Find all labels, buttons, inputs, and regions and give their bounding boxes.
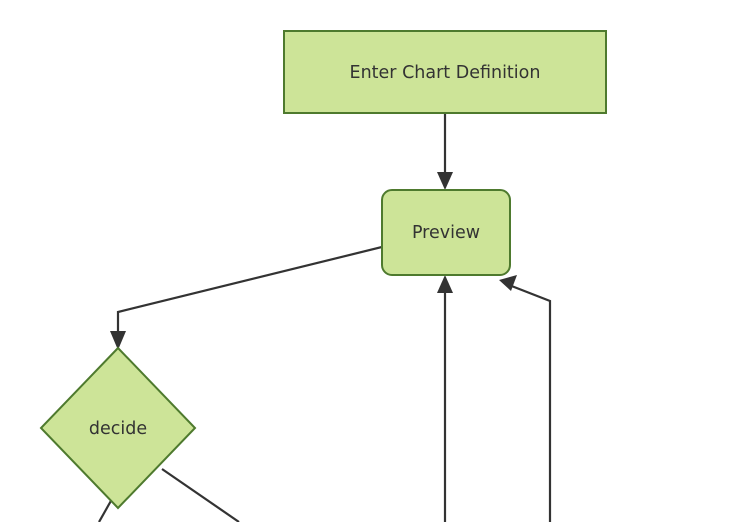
node-decide-label: decide (89, 419, 147, 439)
edge-bottom-right-line (508, 283, 552, 522)
node-decide-shape[interactable] (39, 346, 197, 510)
edge-decide-down-left (98, 498, 113, 522)
node-preview-label: Preview (412, 223, 480, 243)
edge-bottom-vertical-to-preview (437, 275, 453, 522)
node-preview[interactable]: Preview (381, 189, 511, 276)
node-layer: Enter Chart Definition Preview decide (39, 30, 607, 510)
node-decide[interactable]: decide (39, 346, 197, 510)
edge-preview-to-decide-arrowhead (110, 331, 126, 350)
edge-enter-to-preview-arrowhead (437, 172, 453, 190)
edge-decide-down-right-line (161, 468, 240, 522)
edge-bottom-right-arrowhead (499, 275, 517, 291)
node-preview-shape[interactable] (381, 189, 511, 276)
node-enter-chart-definition-shape[interactable] (283, 30, 607, 114)
node-enter-chart-definition-label: Enter Chart Definition (350, 63, 541, 83)
edge-decide-down-left-line (98, 498, 113, 522)
node-enter-chart-definition[interactable]: Enter Chart Definition (283, 30, 607, 114)
edge-enter-to-preview (437, 113, 453, 190)
edge-preview-to-decide-line (116, 245, 383, 339)
edge-layer (98, 113, 552, 522)
edge-decide-down-right (161, 468, 240, 522)
edge-bottom-vertical-arrowhead (437, 275, 453, 293)
edge-preview-to-decide (110, 245, 383, 350)
edge-bottom-right-to-preview (499, 275, 552, 522)
